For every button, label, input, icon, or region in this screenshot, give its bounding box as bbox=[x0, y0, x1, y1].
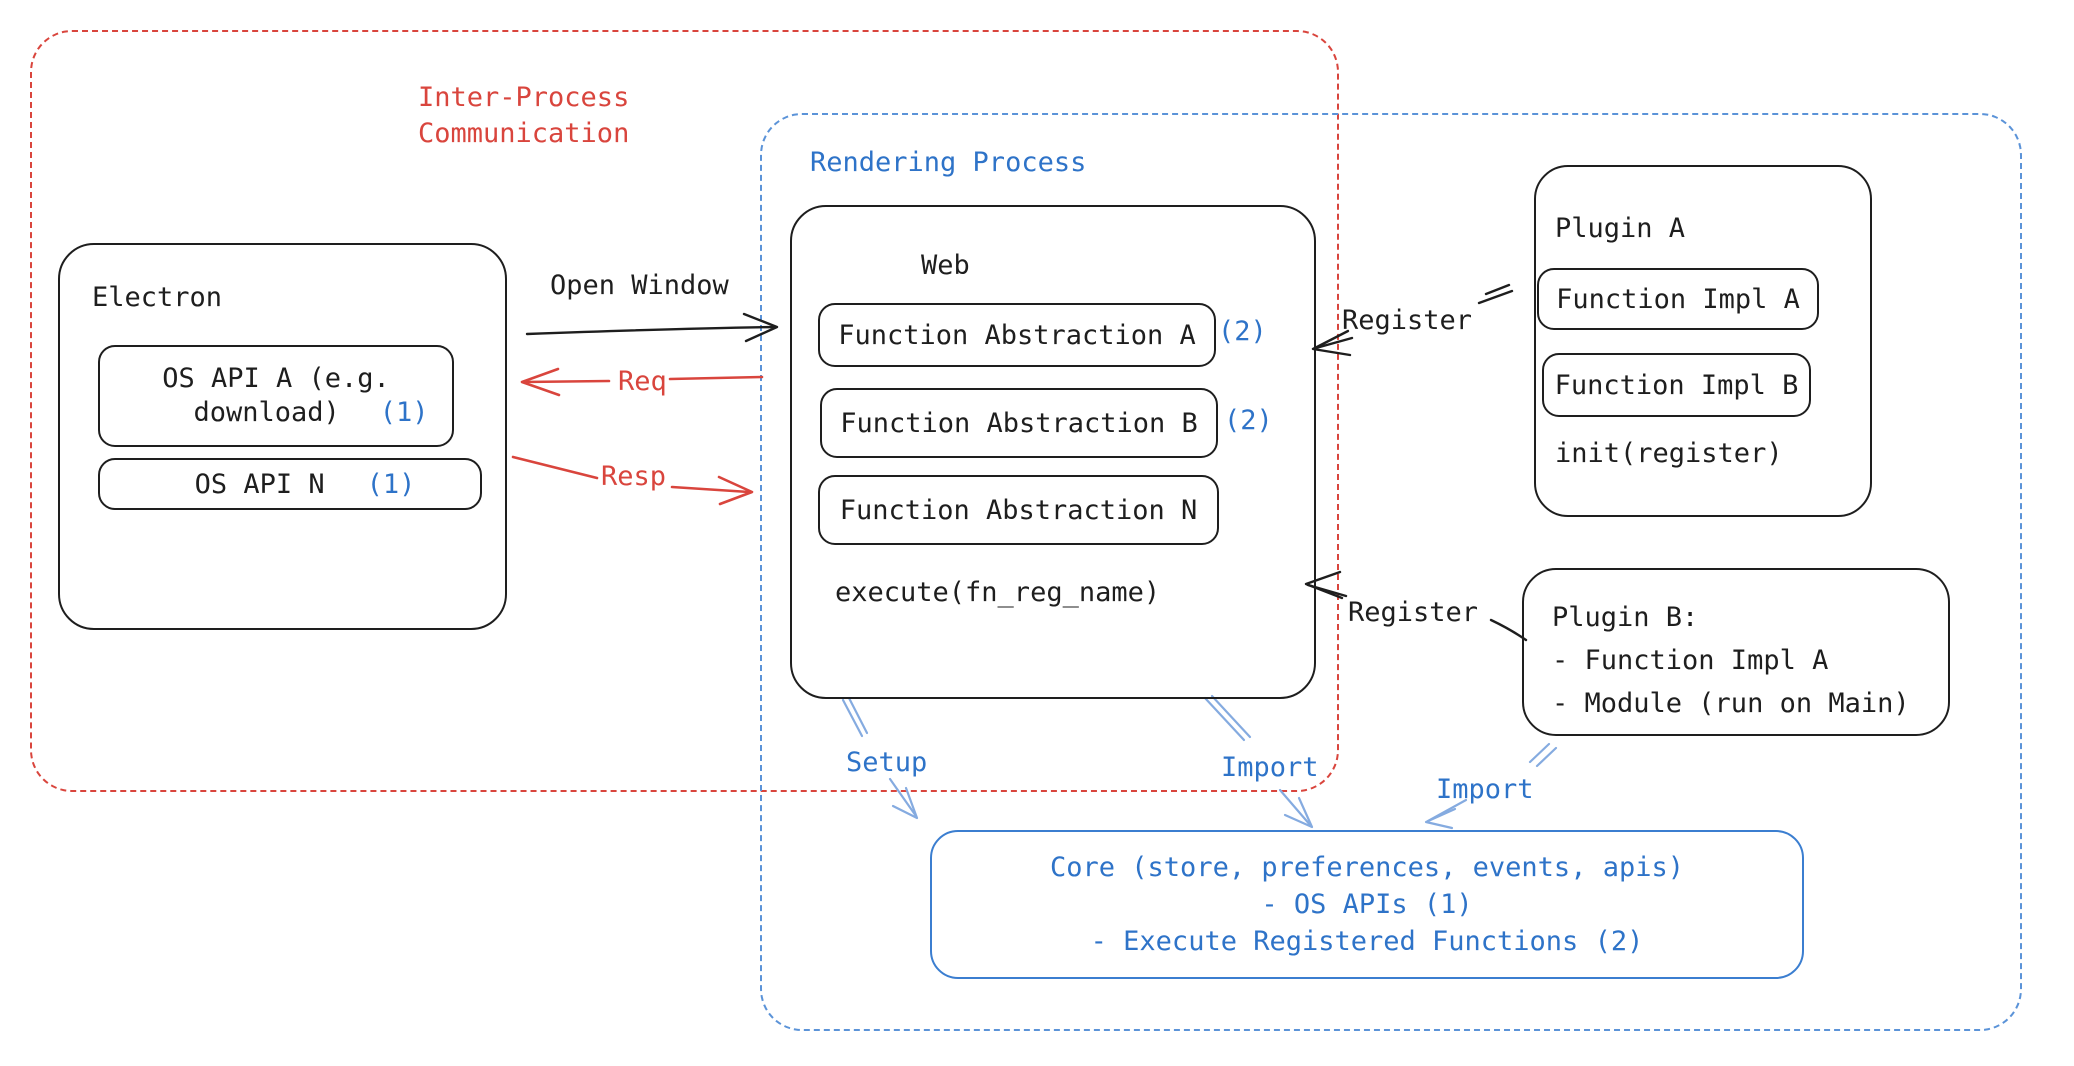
function-abstraction-a-badge: (2) bbox=[1218, 316, 1267, 347]
open-window-label: Open Window bbox=[550, 270, 729, 301]
function-abstraction-n-box: Function Abstraction N bbox=[818, 475, 1219, 545]
function-abstraction-a-label: Function Abstraction A bbox=[838, 319, 1196, 351]
web-footer-execute: execute(fn_reg_name) bbox=[835, 577, 1161, 608]
function-impl-b-box: Function Impl B bbox=[1542, 353, 1811, 417]
register-plugin-b-label: Register bbox=[1348, 597, 1479, 628]
electron-title: Electron bbox=[92, 282, 223, 313]
web-title: Web bbox=[921, 250, 970, 281]
function-abstraction-n-label: Function Abstraction N bbox=[839, 494, 1198, 526]
electron-box bbox=[58, 243, 507, 630]
os-api-a-badge: (1) bbox=[379, 397, 429, 428]
os-api-n-badge: (1) bbox=[366, 468, 416, 500]
os-api-n-label: OS API N bbox=[194, 468, 325, 500]
os-api-n-box: OS API N (1) bbox=[98, 458, 482, 510]
ipc-boundary-box bbox=[30, 30, 1339, 792]
setup-label: Setup bbox=[846, 747, 928, 778]
os-api-a-box: OS API A (e.g. download) (1) bbox=[98, 345, 454, 447]
function-impl-b-label: Function Impl B bbox=[1554, 369, 1799, 401]
import-web-label: Import bbox=[1221, 752, 1319, 783]
import-plugin-b-label: Import bbox=[1436, 774, 1534, 805]
web-box bbox=[790, 205, 1316, 699]
rendering-process-boundary-box bbox=[760, 113, 2022, 1031]
function-abstraction-b-box: Function Abstraction B bbox=[820, 388, 1218, 458]
plugin-b-box bbox=[1522, 568, 1950, 736]
req-label: Req bbox=[618, 366, 667, 397]
plugin-a-title: Plugin A bbox=[1555, 213, 1686, 244]
plugin-a-footer-init: init(register) bbox=[1555, 438, 1783, 469]
plugin-a-box bbox=[1534, 165, 1872, 517]
os-api-a-line1: OS API A (e.g. bbox=[162, 363, 390, 394]
plugin-b-lines: Plugin B:- Function Impl A- Module (run … bbox=[1552, 602, 1910, 719]
core-box: Core (store, preferences, events, apis)-… bbox=[930, 830, 1804, 979]
function-abstraction-b-label: Function Abstraction B bbox=[840, 407, 1198, 439]
rendering-process-label: Rendering Process bbox=[810, 147, 1087, 178]
function-abstraction-a-box: Function Abstraction A bbox=[818, 303, 1216, 367]
function-abstraction-b-badge: (2) bbox=[1224, 405, 1273, 436]
register-plugin-a-label: Register bbox=[1342, 305, 1473, 336]
resp-label: Resp bbox=[601, 461, 667, 492]
function-impl-a-label: Function Impl A bbox=[1556, 283, 1800, 315]
function-impl-a-box: Function Impl A bbox=[1537, 268, 1819, 330]
os-api-a-line2: download) bbox=[193, 397, 340, 428]
